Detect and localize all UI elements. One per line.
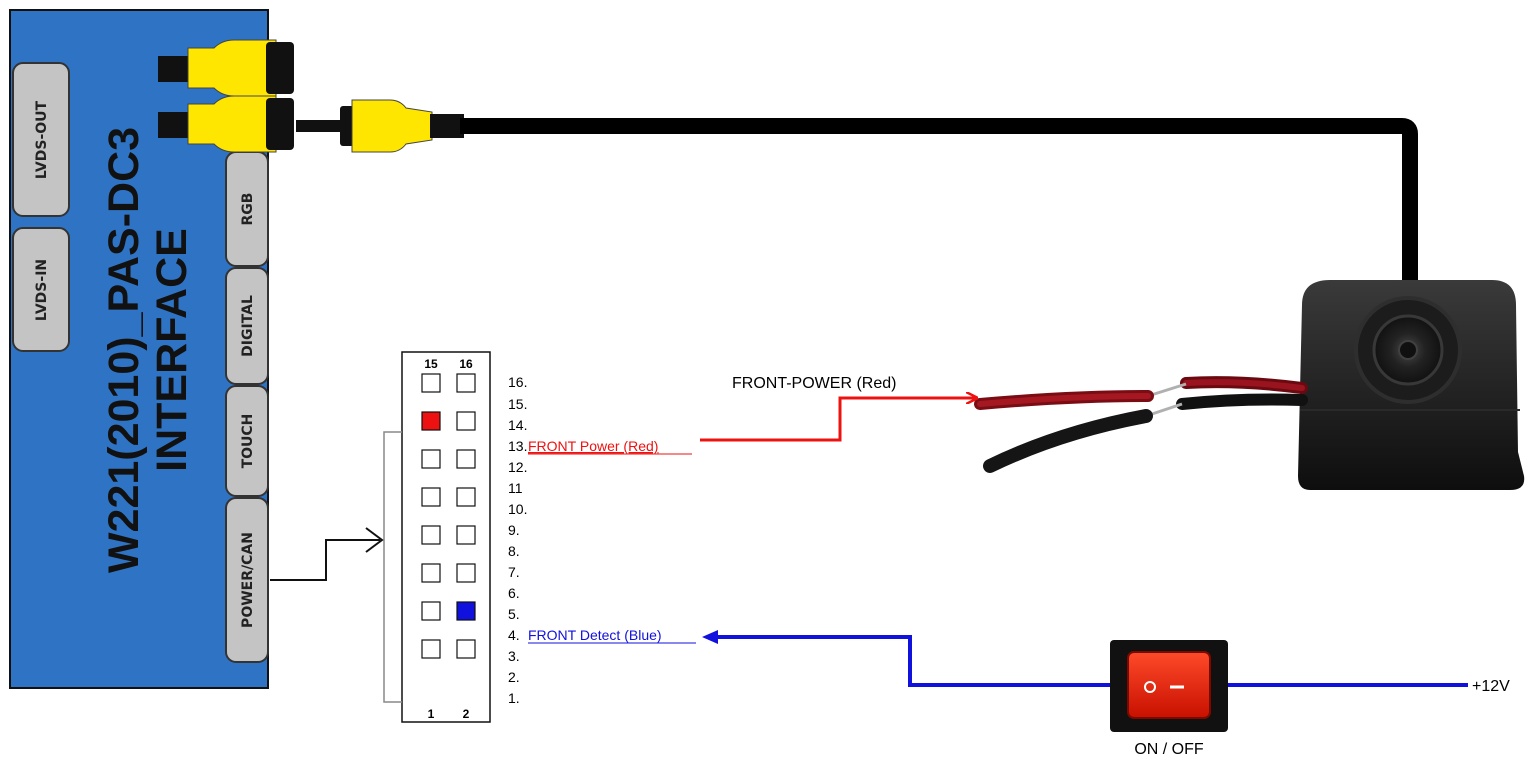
pin-list-item: 11	[508, 480, 523, 496]
connector-pin	[421, 601, 441, 621]
switch-off-icon	[1144, 681, 1156, 693]
can-harness-line	[270, 527, 384, 581]
pin-list-item: 15.	[508, 396, 527, 412]
pin-list-item: 13.	[508, 438, 527, 454]
connector-pin	[456, 487, 476, 507]
connector-pin	[421, 373, 441, 393]
rca-plug	[296, 99, 464, 153]
connector-pin	[421, 449, 441, 469]
port-rgb[interactable]: RGB	[225, 151, 269, 267]
rca-socket-top	[158, 39, 294, 97]
connector-pin	[421, 411, 441, 431]
connector-pin	[456, 601, 476, 621]
front-power-wire	[700, 398, 976, 442]
front-power-wire-label: FRONT-POWER (Red)	[732, 375, 896, 392]
pin-grid	[421, 373, 476, 659]
connector-pin-2-label: 2	[463, 707, 470, 721]
port-power-can-label: POWER/CAN	[240, 532, 256, 628]
port-touch-label: TOUCH	[240, 414, 256, 469]
pin-list-item: 2.	[508, 669, 520, 685]
connector-pin	[421, 639, 441, 659]
supply-label: +12V	[1472, 678, 1510, 695]
connector-pin	[456, 639, 476, 659]
connector-pin-16-label: 16	[459, 357, 473, 371]
port-lvds-in-label: LVDS-IN	[34, 259, 50, 321]
connector-pin	[421, 525, 441, 545]
camera	[1298, 280, 1525, 490]
port-rgb-label: RGB	[240, 193, 256, 226]
connector-pin	[456, 373, 476, 393]
interface-title-line2: INTERFACE	[148, 228, 196, 472]
pin-list-item: 4.	[508, 627, 520, 643]
front-detect-pin-label: FRONT Detect (Blue)	[528, 627, 662, 643]
pin-list-item: 8.	[508, 543, 520, 559]
pin-list-item: 14.	[508, 417, 527, 433]
port-digital-label: DIGITAL	[240, 295, 256, 357]
connector-pin	[421, 563, 441, 583]
interface-title-line1: W221(2010)_PAS-DC3	[100, 127, 148, 573]
pin-list-item: 6.	[508, 585, 520, 601]
pin-list-item: 16.	[508, 374, 527, 390]
connector-pin	[456, 411, 476, 431]
pin-list-item: 5.	[508, 606, 520, 622]
connector-pin-15-label: 15	[424, 357, 438, 371]
connector-pin	[456, 563, 476, 583]
pin-list-item: 3.	[508, 648, 520, 664]
pin-list: 16. 15. 14. 13. 12. 11 10. 9. 8. 7. 6. 5…	[508, 374, 527, 706]
rca-socket-bottom	[158, 95, 294, 153]
port-lvds-in[interactable]: LVDS-IN	[12, 227, 70, 352]
pin-list-item: 9.	[508, 522, 520, 538]
connector-pin	[456, 449, 476, 469]
pin-connector: 15 16 1 2	[383, 351, 491, 723]
pin-list-item: 12.	[508, 459, 527, 475]
front-power-pin-label: FRONT Power (Red)	[528, 438, 658, 454]
pin-list-item: 7.	[508, 564, 520, 580]
camera-wires	[974, 376, 1308, 473]
switch-label: ON / OFF	[1134, 741, 1204, 758]
front-detect-wire	[702, 630, 1468, 687]
connector-pin	[456, 525, 476, 545]
port-lvds-out-label: LVDS-OUT	[34, 100, 50, 179]
connector-pin-1-label: 1	[428, 707, 435, 721]
port-touch[interactable]: TOUCH	[225, 385, 269, 497]
pin-list-item: 10.	[508, 501, 527, 517]
video-cable	[460, 118, 1418, 292]
port-power-can[interactable]: POWER/CAN	[225, 497, 269, 663]
port-lvds-out[interactable]: LVDS-OUT	[12, 62, 70, 217]
on-off-switch[interactable]	[1110, 640, 1228, 732]
port-digital[interactable]: DIGITAL	[225, 267, 269, 385]
connector-pin	[421, 487, 441, 507]
pin-list-item: 1.	[508, 690, 520, 706]
